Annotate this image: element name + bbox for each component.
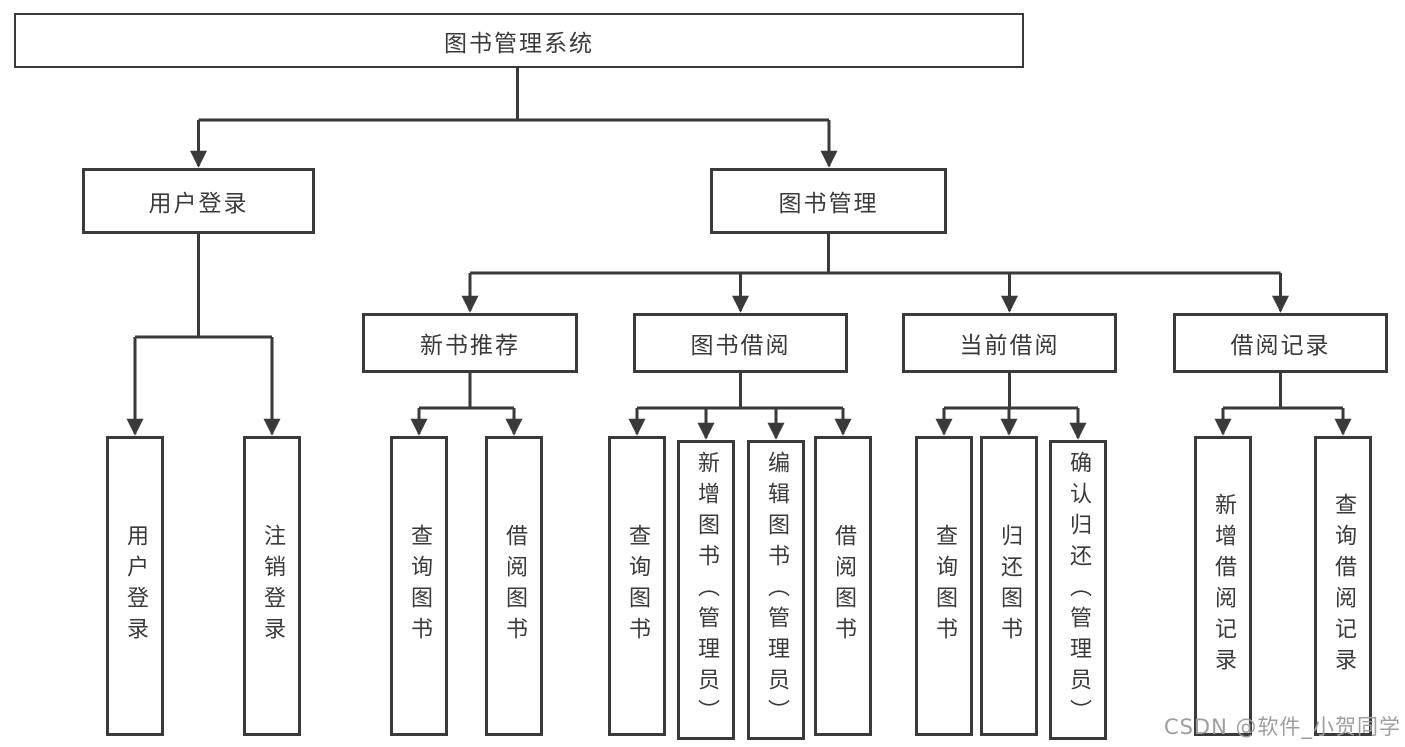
node-logout: 注销登录: [243, 436, 301, 736]
node-label: 查询图书: [625, 524, 650, 648]
node-label: 用户登录: [123, 524, 148, 648]
node-add-borrow-record: 新增借阅记录: [1194, 436, 1252, 736]
node-library-system: 图书管理系统: [14, 13, 1024, 68]
node-current-query-books: 查询图书: [915, 436, 973, 736]
node-label: 用户登录: [148, 191, 249, 217]
node-user-login-leaf: 用户登录: [106, 436, 164, 736]
node-label: 当前借阅: [959, 333, 1060, 359]
node-user-login: 用户登录: [82, 168, 315, 234]
node-borrowing-records: 借阅记录: [1173, 313, 1388, 373]
connector-skeleton: [135, 68, 1343, 410]
node-label: 图书管理: [778, 191, 879, 217]
node-return-books: 归还图书: [980, 436, 1038, 736]
node-book-management: 图书管理: [710, 168, 947, 234]
node-label: 编辑图书（管理员）: [764, 450, 789, 730]
node-label: 查询借阅记录: [1331, 493, 1356, 679]
node-label: 归还图书: [997, 524, 1022, 648]
node-label: 确认归还（管理员）: [1066, 450, 1091, 730]
node-label: 借阅图书: [502, 524, 527, 648]
node-label: 新增图书（管理员）: [694, 450, 719, 730]
node-label: 查询图书: [932, 524, 957, 648]
node-newbook-borrow-books: 借阅图书: [485, 436, 543, 736]
node-current-borrowing: 当前借阅: [902, 313, 1117, 373]
node-new-book-recommend: 新书推荐: [362, 313, 578, 373]
node-label: 借阅记录: [1230, 333, 1331, 359]
node-borrowing-query-books: 查询图书: [608, 436, 666, 736]
node-label: 图书借阅: [690, 333, 791, 359]
node-book-borrowing: 图书借阅: [633, 313, 848, 373]
node-label: 借阅图书: [831, 524, 856, 648]
node-label: 新书推荐: [420, 333, 520, 359]
node-newbook-query-books: 查询图书: [390, 436, 448, 736]
csdn-watermark: CSDN @软件_小贺同学: [1163, 715, 1401, 739]
node-label: 新增借阅记录: [1211, 493, 1236, 679]
node-label: 查询图书: [407, 524, 432, 648]
node-label: 注销登录: [260, 524, 285, 648]
node-edit-books-admin: 编辑图书（管理员）: [747, 440, 805, 740]
node-label: 图书管理系统: [444, 30, 594, 57]
node-borrowing-borrow-books: 借阅图书: [814, 436, 872, 736]
node-add-books-admin: 新增图书（管理员）: [677, 440, 735, 740]
node-query-borrow-record: 查询借阅记录: [1314, 436, 1372, 736]
node-confirm-return-admin: 确认归还（管理员）: [1049, 440, 1107, 740]
